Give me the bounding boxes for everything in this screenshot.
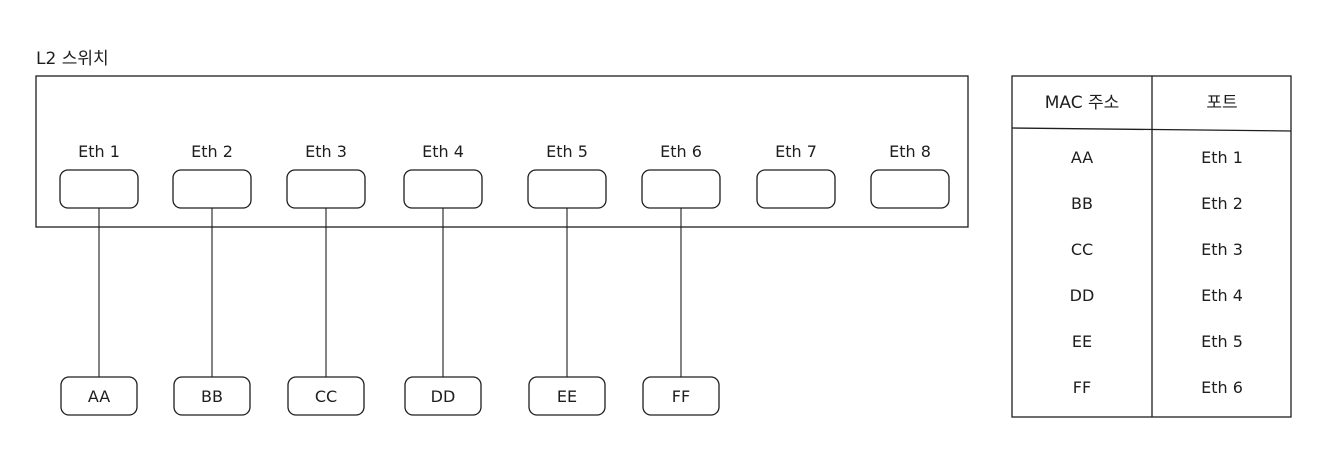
mac-table-header-mac: MAC 주소 [1045,93,1120,113]
device-4[interactable] [404,376,482,416]
device-label-5: EE [557,387,577,406]
mac-table-cell-mac: FF [1073,378,1091,397]
port-label-7: Eth 7 [775,142,817,161]
device-6[interactable] [642,376,720,416]
device-2[interactable] [173,376,251,416]
port-8[interactable] [870,169,950,209]
port-2[interactable] [172,169,252,209]
mac-table-rows: AA Eth 1 BB Eth 2 CC Eth 3 DD Eth 4 EE Eth 5 FF Eth… [1070,148,1243,397]
port-6[interactable] [641,169,721,209]
port-label-6: Eth 6 [660,142,702,161]
mac-table: MAC 주소 포트 AA Eth 1 BB Eth 2 CC Eth 3 DD Eth 4 EE… [1011,75,1292,418]
switch-body [35,75,969,228]
port-7[interactable] [756,169,836,209]
port-label-1: Eth 1 [78,142,120,161]
mac-table-cell-port: Eth 6 [1201,378,1243,397]
ports-layer: Eth 1 AA Eth 2 BB Eth 3 CC Eth 4 DD Eth 5 EE Eth 6… [59,142,950,416]
device-1[interactable] [60,376,138,416]
switch-title: L2 스위치 [36,49,109,69]
device-label-3: CC [315,387,337,406]
port-label-4: Eth 4 [422,142,464,161]
port-1[interactable] [59,169,139,209]
mac-table-cell-port: Eth 2 [1201,194,1243,213]
port-label-3: Eth 3 [305,142,347,161]
mac-table-cell-port: Eth 5 [1201,332,1243,351]
device-label-6: FF [672,387,690,406]
mac-table-cell-mac: AA [1071,148,1093,167]
port-3[interactable] [286,169,366,209]
mac-table-cell-mac: CC [1071,240,1093,259]
device-label-2: BB [201,387,223,406]
mac-table-cell-port: Eth 3 [1201,240,1243,259]
device-label-1: AA [88,387,110,406]
port-label-5: Eth 5 [546,142,588,161]
device-5[interactable] [528,376,606,416]
mac-table-header-port: 포트 [1206,93,1237,113]
mac-table-cell-mac: DD [1070,286,1095,305]
port-label-8: Eth 8 [889,142,931,161]
device-label-4: DD [431,387,456,406]
mac-table-header-divider [1011,127,1292,132]
port-label-2: Eth 2 [191,142,233,161]
mac-table-cell-mac: BB [1071,194,1093,213]
device-3[interactable] [287,376,365,416]
port-4[interactable] [403,169,483,209]
port-5[interactable] [527,169,607,209]
mac-table-cell-mac: EE [1072,332,1092,351]
mac-table-cell-port: Eth 4 [1201,286,1243,305]
mac-table-cell-port: Eth 1 [1201,148,1243,167]
